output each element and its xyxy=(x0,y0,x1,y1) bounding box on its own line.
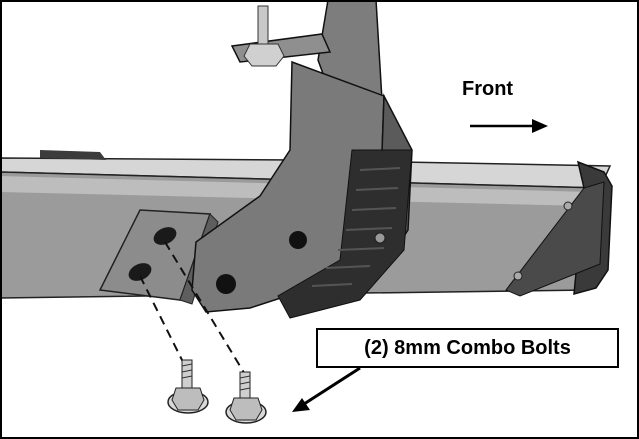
slot-upper xyxy=(153,227,177,245)
bracket-bolt-lower xyxy=(216,274,236,294)
end-screw-top xyxy=(563,201,573,211)
bolt-callout-text: (2) 8mm Combo Bolts xyxy=(364,336,571,359)
bolt-callout-box: (2) 8mm Combo Bolts xyxy=(316,328,619,368)
stud xyxy=(257,5,269,47)
callout-arrow xyxy=(292,366,361,412)
end-screw-bottom xyxy=(513,271,523,281)
stud-nut xyxy=(243,43,285,67)
rail-rear-bump xyxy=(40,150,106,160)
combo-bolt-left xyxy=(167,359,209,414)
guide-line-left xyxy=(139,275,187,369)
front-direction-label: Front xyxy=(462,78,514,100)
guide-line-right xyxy=(164,241,247,377)
front-arrow xyxy=(470,119,548,133)
step-pad xyxy=(277,149,413,319)
pad-screw xyxy=(374,232,386,244)
slot-lower xyxy=(128,263,152,281)
combo-bolt-right xyxy=(225,371,267,424)
bracket-bolt-upper xyxy=(289,231,307,249)
